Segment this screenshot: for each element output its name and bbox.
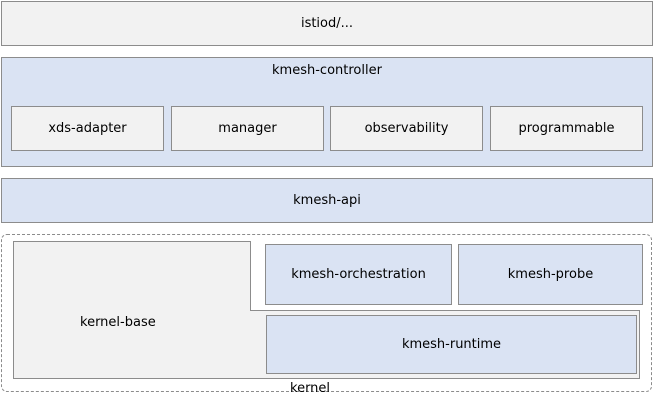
kmesh-probe-label: kmesh-probe [507, 267, 594, 282]
observability-module: observability [330, 106, 483, 151]
programmable-module: programmable [490, 106, 643, 151]
kmesh-runtime-module: kmesh-runtime [266, 315, 637, 374]
kmesh-api-label: kmesh-api [293, 193, 361, 208]
istiod-layer: istiod/... [1, 1, 653, 46]
kmesh-probe-module: kmesh-probe [458, 244, 643, 305]
kmesh-api-layer: kmesh-api [1, 178, 653, 223]
kmesh-orchestration-module: kmesh-orchestration [265, 244, 452, 305]
manager-module: manager [171, 106, 324, 151]
xds-adapter-module: xds-adapter [11, 106, 164, 151]
kmesh-runtime-label: kmesh-runtime [401, 337, 502, 352]
kmesh-orchestration-label: kmesh-orchestration [291, 267, 426, 282]
kernel-label: kernel [290, 381, 331, 396]
observability-label: observability [364, 121, 449, 136]
kmesh-controller-title: kmesh-controller [272, 63, 382, 78]
istiod-label: istiod/... [300, 16, 354, 31]
manager-label: manager [218, 121, 277, 136]
programmable-label: programmable [518, 121, 615, 136]
kernel-base-label: kernel-base [80, 315, 156, 330]
xds-adapter-label: xds-adapter [48, 121, 127, 136]
